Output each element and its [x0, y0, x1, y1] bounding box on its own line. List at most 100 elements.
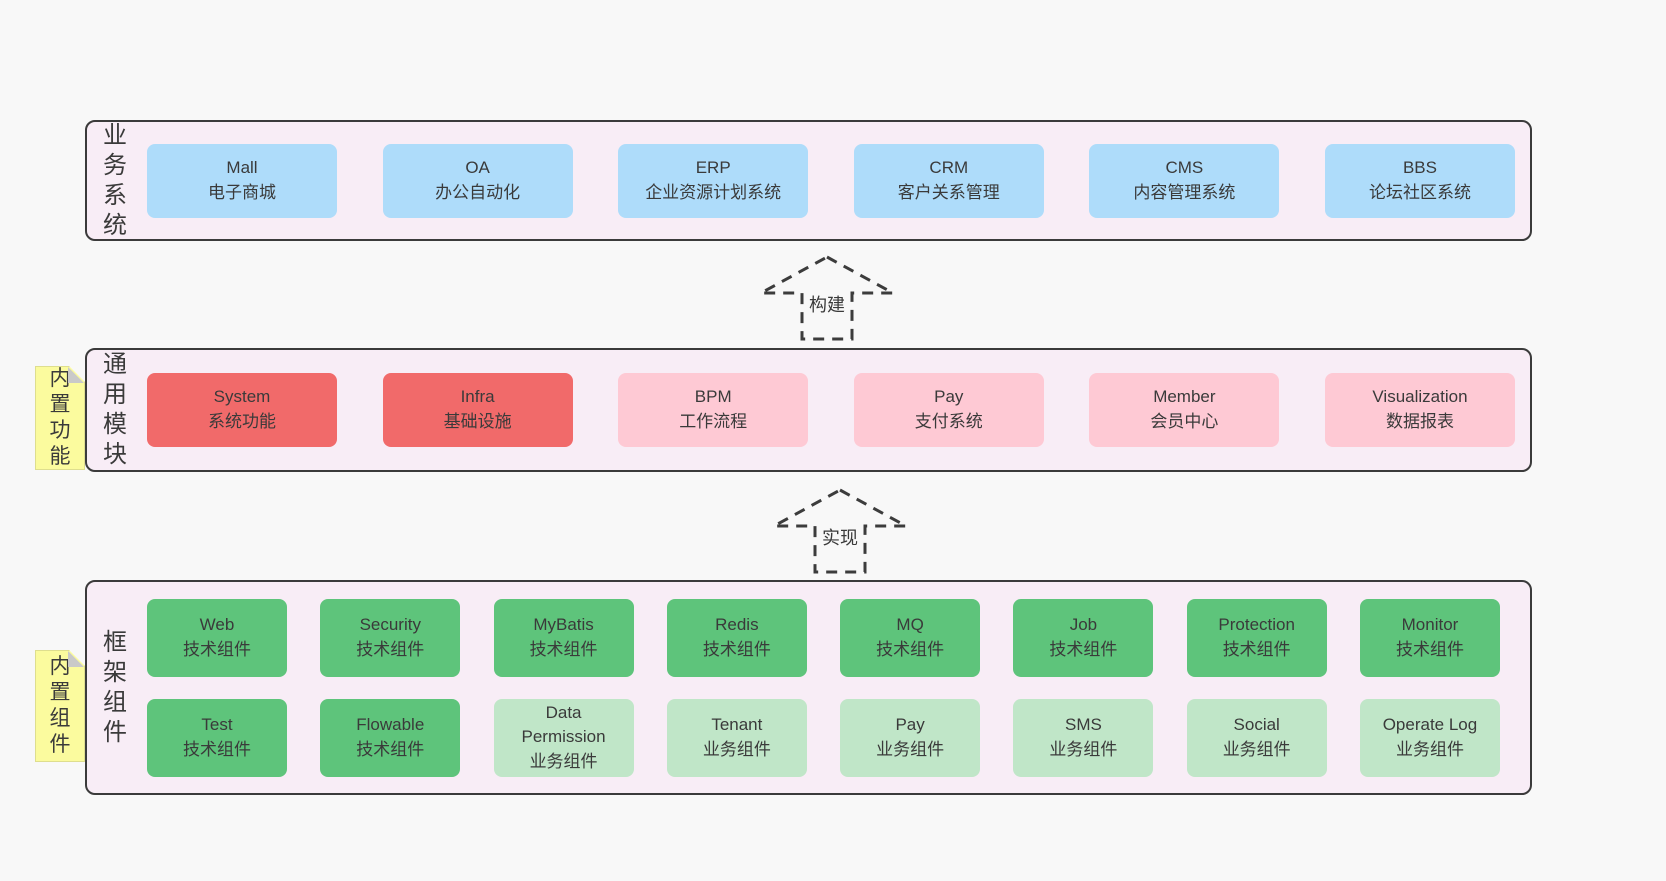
diagram-box-oa: OA 办公自动化 — [382, 143, 573, 218]
sticky-note-label: 内置组件 — [49, 655, 71, 756]
box-subtitle-zh: 技术组件 — [1049, 639, 1118, 659]
box-subtitle-zh: 技术组件 — [183, 639, 251, 659]
section-label-business-systems: 业务系统 — [103, 121, 127, 239]
box-subtitle-zh: 技术组件 — [183, 739, 251, 759]
box-subtitle-zh: 系统功能 — [208, 412, 276, 431]
diagram-box-bbs: BBS 论坛社区系统 — [1324, 143, 1515, 218]
box-subtitle-zh: 工作流程 — [679, 412, 748, 431]
dashed-up-arrow-icon — [760, 255, 894, 341]
box-subtitle-zh: 业务组件 — [1395, 739, 1464, 759]
diagram-box-test: Test 技术组件 — [147, 698, 287, 777]
box-subtitle-zh: 技术组件 — [1222, 639, 1291, 659]
arrow-implement: 实现 — [770, 487, 910, 575]
box-subtitle-zh: 技术组件 — [529, 639, 598, 659]
box-title-en: Test — [201, 714, 233, 734]
diagram-box-security: Security 技术组件 — [320, 598, 461, 677]
diagram-box-data-permission: Data Permission 业务组件 — [493, 698, 634, 777]
diagram-box-pay: Pay 支付系统 — [853, 373, 1044, 447]
folded-corner-icon — [68, 367, 84, 383]
sticky-note-label: 内置功能 — [49, 367, 71, 468]
box-title-en: Redis — [715, 614, 759, 634]
box-subtitle-zh: 论坛社区系统 — [1368, 182, 1471, 202]
box-subtitle-zh: 业务组件 — [529, 751, 598, 771]
box-title-en: Monitor — [1401, 614, 1459, 634]
sticky-note-builtin-features: 内置功能 — [35, 366, 85, 470]
box-subtitle-zh: 技术组件 — [876, 639, 945, 659]
box-subtitle-zh: 技术组件 — [702, 639, 771, 659]
diagram-box-redis: Redis 技术组件 — [666, 598, 807, 677]
diagram-box-visualization: Visualization 数据报表 — [1324, 373, 1515, 447]
diagram-box-mybatis: MyBatis 技术组件 — [493, 598, 634, 677]
box-title-en: Social — [1233, 714, 1280, 734]
diagram-box-erp: ERP 企业资源计划系统 — [618, 143, 809, 218]
box-subtitle-zh: 内容管理系统 — [1133, 182, 1236, 202]
box-title-en: OA — [465, 157, 490, 177]
box-subtitle-zh: 会员中心 — [1150, 412, 1219, 431]
box-subtitle-zh: 技术组件 — [1395, 639, 1464, 659]
section-label-common-modules: 通用模块 — [103, 351, 127, 468]
box-title-en: Security — [359, 614, 421, 634]
diagram-box-job: Job 技术组件 — [1013, 598, 1154, 677]
box-subtitle-zh: 办公自动化 — [435, 182, 521, 202]
box-title-en: Data Permission — [521, 702, 606, 747]
box-subtitle-zh: 技术组件 — [356, 739, 425, 759]
box-title-en: Job — [1069, 614, 1098, 634]
box-title-en: BBS — [1402, 157, 1437, 177]
box-title-en: BPM — [694, 387, 732, 407]
diagram-box-social: Social 业务组件 — [1186, 698, 1327, 777]
box-title-en: Member — [1153, 387, 1216, 407]
box-title-en: MQ — [896, 614, 924, 634]
folded-corner-icon — [68, 651, 84, 667]
dashed-up-arrow-icon — [773, 488, 907, 574]
box-title-en: Protection — [1218, 614, 1295, 634]
box-title-en: ERP — [695, 157, 731, 177]
box-title-en: System — [213, 387, 271, 407]
box-subtitle-zh: 电子商城 — [208, 182, 276, 202]
box-subtitle-zh: 基础设施 — [443, 412, 512, 431]
box-subtitle-zh: 支付系统 — [914, 412, 983, 431]
diagram-box-tenant: Tenant 业务组件 — [666, 698, 807, 777]
box-subtitle-zh: 业务组件 — [1222, 739, 1291, 759]
box-subtitle-zh: 业务组件 — [702, 739, 771, 759]
box-title-en: Web — [199, 614, 235, 634]
box-title-en: Tenant — [711, 714, 763, 734]
sticky-note-builtin-components: 内置组件 — [35, 650, 85, 762]
box-subtitle-zh: 企业资源计划系统 — [645, 182, 782, 202]
diagram-box-cms: CMS 内容管理系统 — [1089, 143, 1280, 218]
box-subtitle-zh: 技术组件 — [356, 639, 425, 659]
box-title-en: CMS — [1165, 157, 1204, 177]
box-title-en: SMS — [1064, 714, 1102, 734]
box-title-en: MyBatis — [533, 614, 594, 634]
box-subtitle-zh: 客户关系管理 — [897, 182, 1000, 202]
diagram-box-monitor: Monitor 技术组件 — [1359, 598, 1500, 677]
diagram-box-bpm: BPM 工作流程 — [618, 373, 809, 447]
box-title-en: Pay — [934, 387, 964, 407]
box-title-en: Visualization — [1372, 387, 1468, 407]
section-label-framework-components: 框架组件 — [103, 628, 127, 746]
arrow-build: 构建 — [757, 254, 897, 342]
diagram-box-mall: Mall 电子商城 — [147, 143, 337, 218]
diagram-box-web: Web 技术组件 — [147, 598, 287, 677]
box-subtitle-zh: 业务组件 — [876, 739, 945, 759]
diagram-box-flowable: Flowable 技术组件 — [320, 698, 461, 777]
box-subtitle-zh: 数据报表 — [1385, 412, 1454, 431]
box-title-en: Mall — [226, 157, 258, 177]
box-title-en: Flowable — [356, 714, 425, 734]
diagram-box-system: System 系统功能 — [147, 373, 337, 447]
